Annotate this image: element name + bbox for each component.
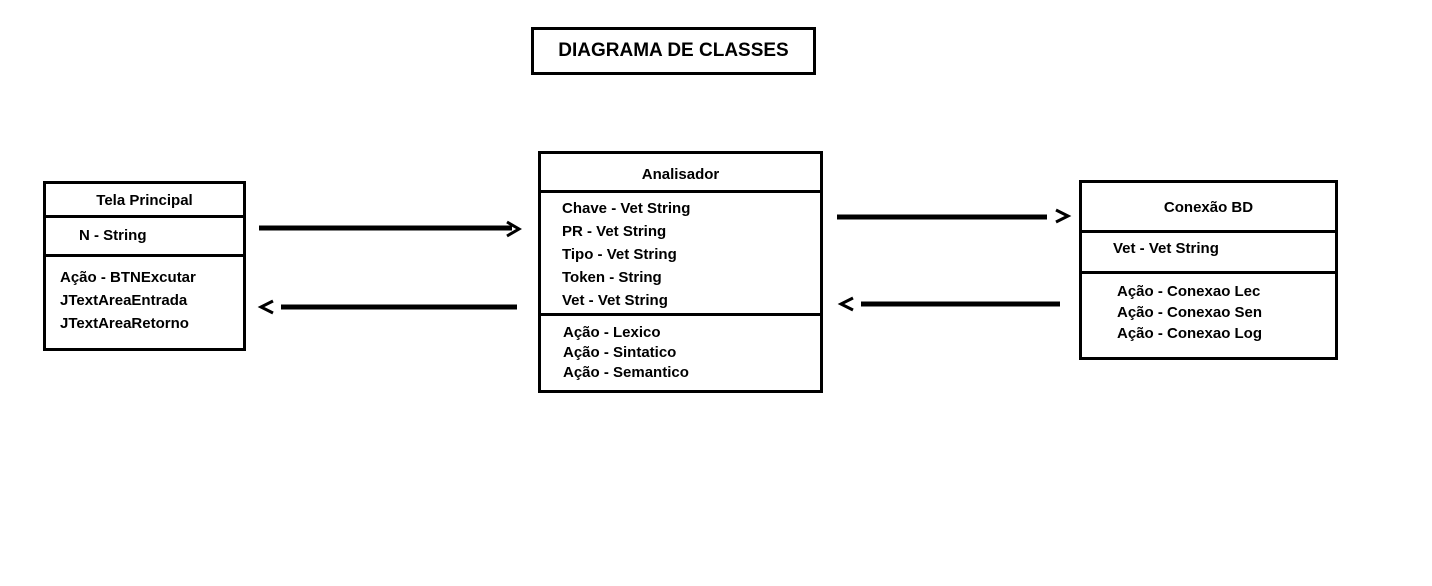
operation: Ação - Conexao Log (1117, 325, 1263, 342)
class-name: Tela Principal (96, 192, 193, 209)
class-analisador: Analisador Chave - Vet String PR - Vet S… (538, 151, 823, 393)
class-conexao-bd: Conexão BD Vet - Vet String Ação - Conex… (1079, 180, 1338, 360)
operation: JTextAreaRetorno (60, 315, 189, 332)
attribute: PR - Vet String (562, 223, 667, 240)
class-name: Conexão BD (1163, 199, 1254, 216)
arrow-analisador-to-conexao (837, 208, 1072, 224)
operations-section: Ação - Lexico Ação - Sintatico Ação - Se… (541, 313, 820, 380)
class-tela-principal: Tela Principal N - String Ação - BTNExcu… (43, 181, 246, 351)
attributes-section: Chave - Vet String PR - Vet String Tipo … (541, 190, 820, 313)
operation: Ação - BTNExcutar (60, 269, 196, 286)
class-name: Analisador (641, 166, 720, 183)
operation: Ação - Conexao Lec (1117, 283, 1261, 300)
attribute: Token - String (562, 269, 662, 286)
attribute: N - String (79, 227, 147, 244)
operation: Ação - Lexico (563, 324, 661, 341)
operations-section: Ação - BTNExcutar JTextAreaEntrada JText… (46, 254, 243, 331)
operation: Ação - Sintatico (563, 344, 677, 361)
attribute: Chave - Vet String (562, 200, 691, 217)
operations-section: Ação - Conexao Lec Ação - Conexao Sen Aç… (1082, 271, 1335, 341)
arrow-tela-to-analisador (259, 220, 522, 238)
operation: Ação - Conexao Sen (1117, 304, 1263, 321)
attributes-section: Vet - Vet String (1082, 230, 1335, 271)
attribute: Vet - Vet String (1113, 240, 1219, 257)
attribute: Vet - Vet String (562, 292, 668, 309)
attributes-section: N - String (46, 215, 243, 254)
arrow-conexao-to-analisador (837, 296, 1060, 312)
arrow-analisador-to-tela (257, 299, 517, 315)
diagram-title: DIAGRAMA DE CLASSES (531, 27, 816, 75)
operation: JTextAreaEntrada (60, 292, 188, 309)
attribute: Tipo - Vet String (562, 246, 677, 263)
operation: Ação - Semantico (563, 364, 689, 381)
